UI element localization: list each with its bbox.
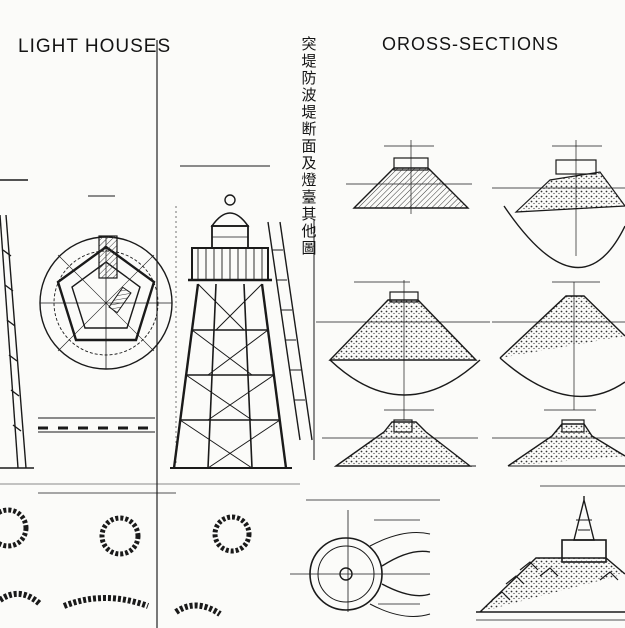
left-partial-tower xyxy=(0,179,34,469)
block-placement-plan xyxy=(0,483,300,617)
japanese-vertical-title: 突堤防波堤断面及燈臺其他圖 xyxy=(301,35,317,257)
lighthouses-title: LIGHT HOUSES xyxy=(18,36,172,57)
lighthouse-elevation xyxy=(170,165,315,469)
cross-section-breakwater-2 xyxy=(492,409,625,467)
north-jetty-head-plan xyxy=(290,499,440,617)
cross-section-north-jetty-1 xyxy=(316,280,490,420)
cross-section-breakwater-1 xyxy=(322,409,478,467)
south-jetty-head-section xyxy=(476,485,625,621)
cross-section-south-jetty-2 xyxy=(492,140,625,269)
cross-section-south-jetty-1 xyxy=(346,140,472,214)
cross-section-north-jetty-2 xyxy=(492,281,625,410)
lighthouse-plan-view xyxy=(38,195,173,433)
cross-sections-title: OROSS-SECTIONS xyxy=(382,34,560,54)
